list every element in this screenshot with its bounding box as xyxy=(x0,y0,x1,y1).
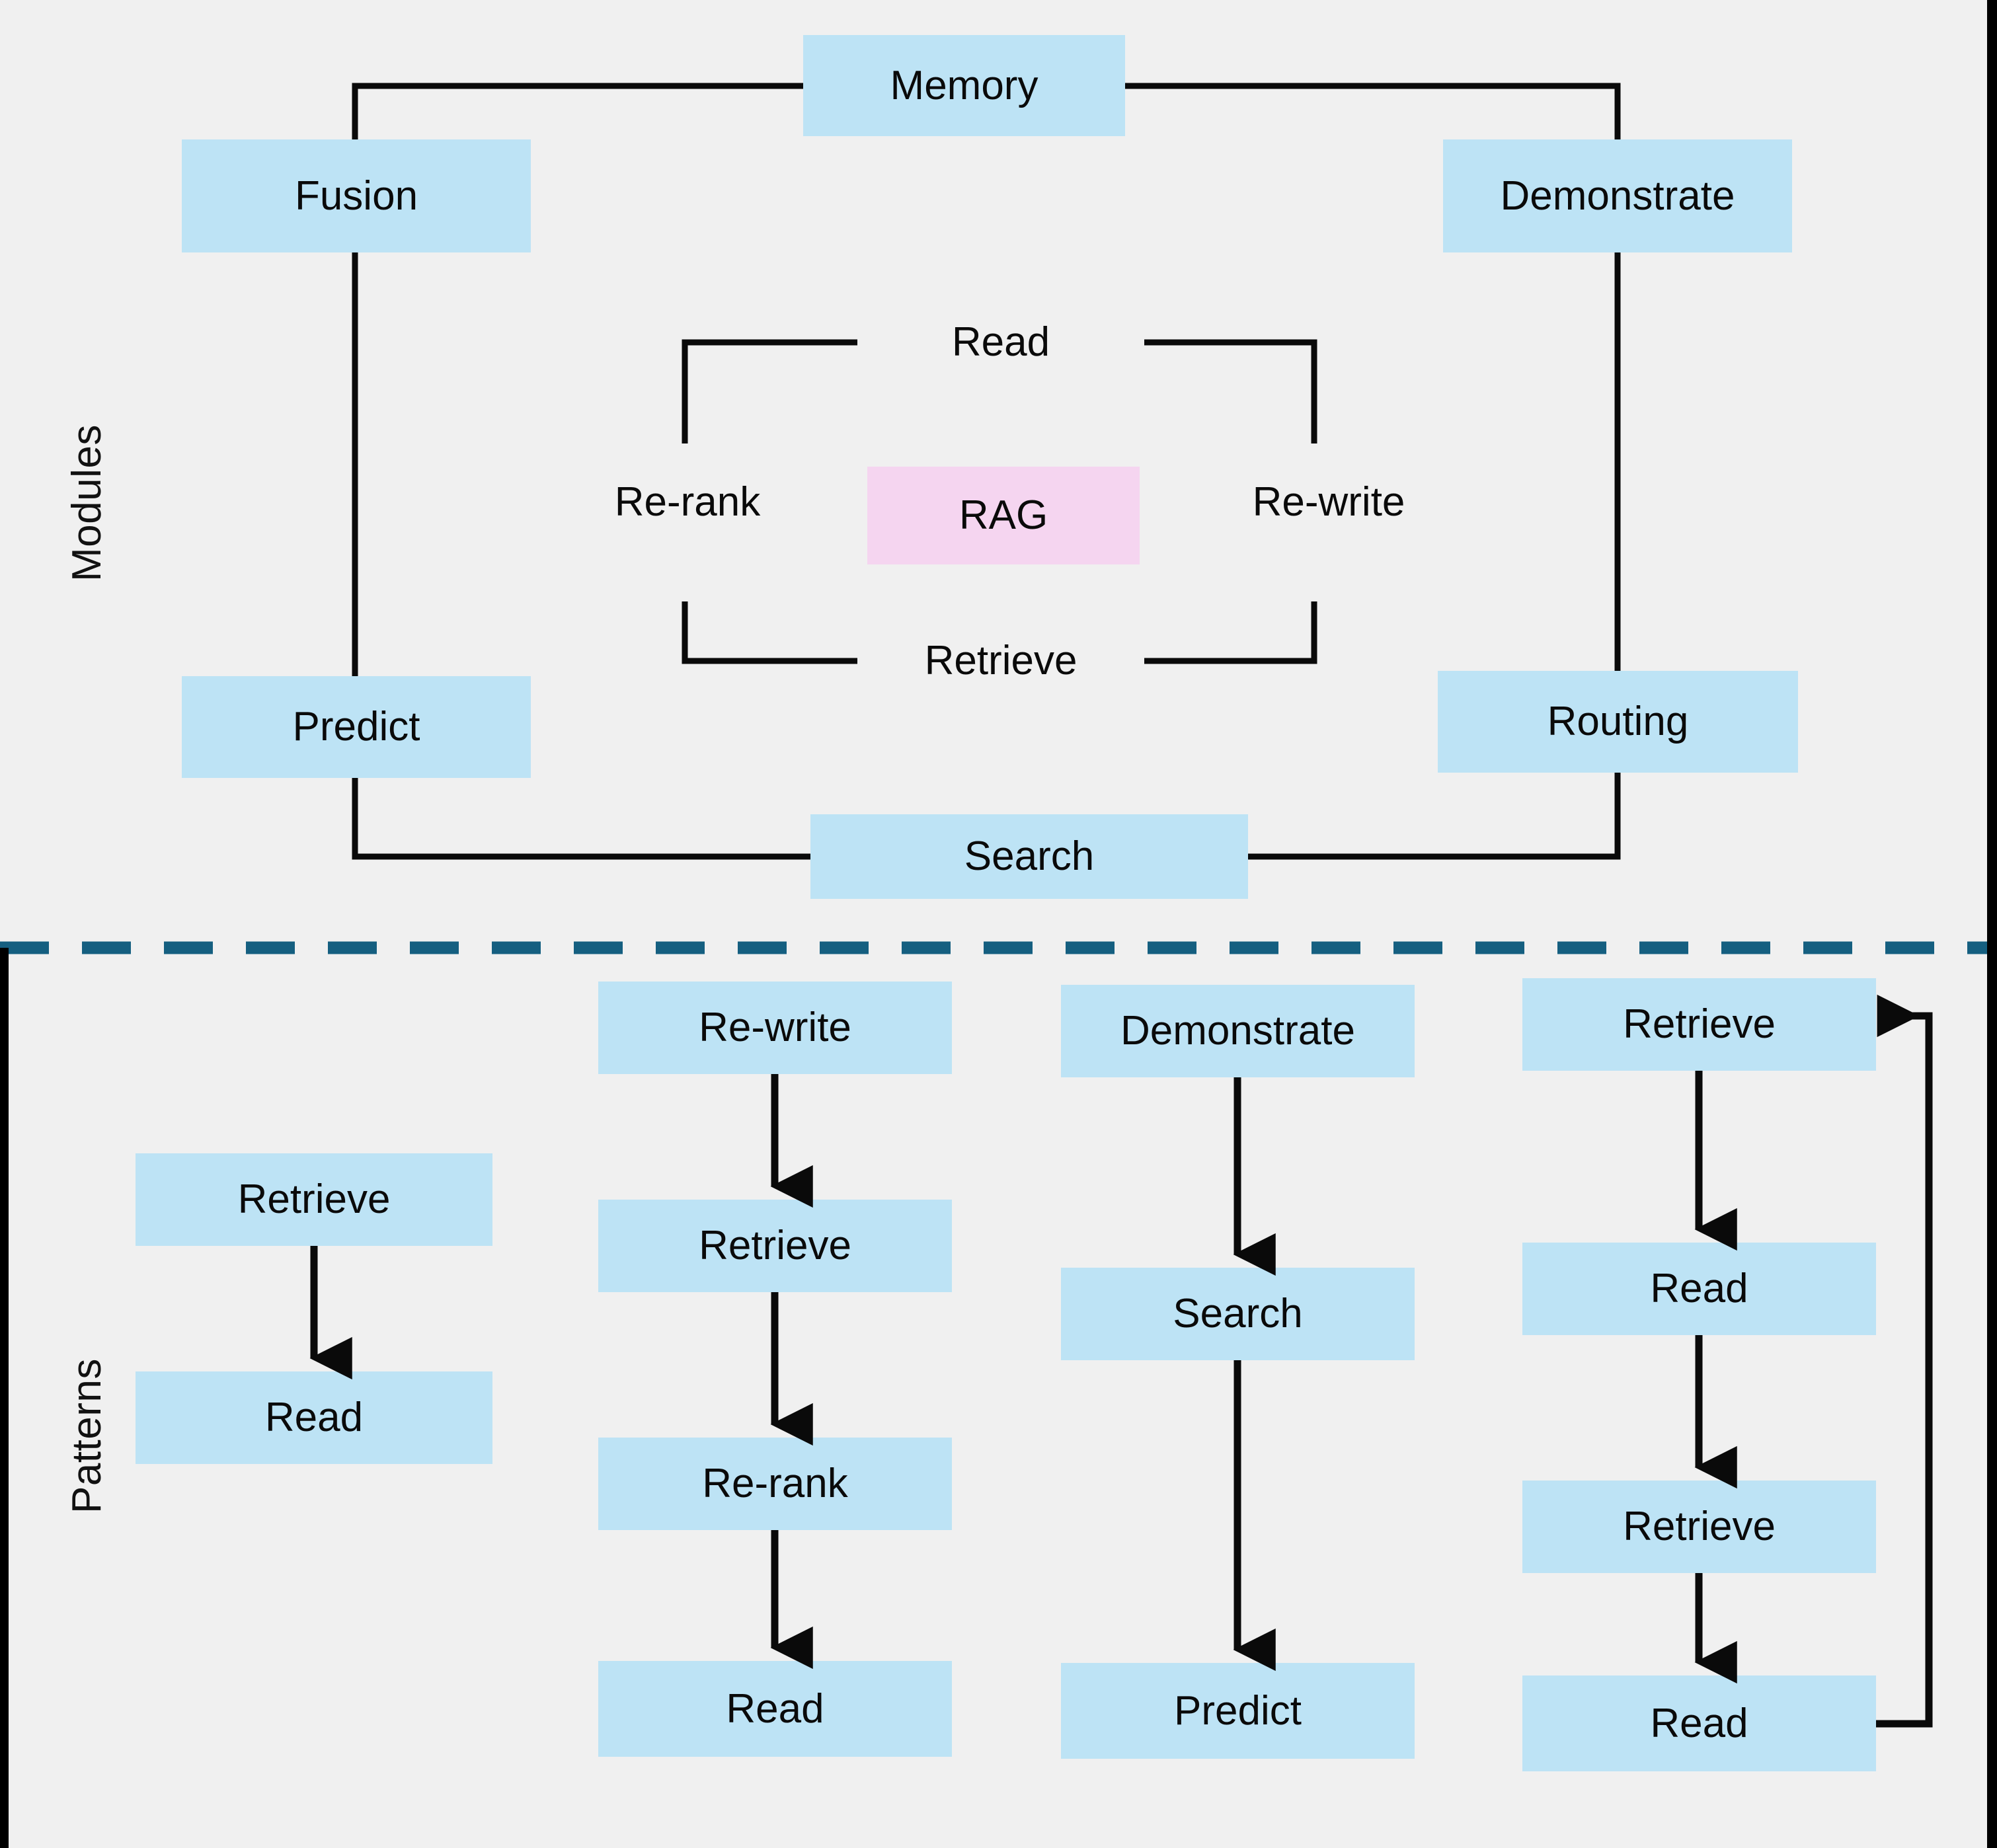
pattern-rect-c2-s4 xyxy=(598,1661,952,1757)
core-ring-label-re-rank: Re-rank xyxy=(614,479,761,525)
core-ring-label-read: Read xyxy=(951,319,1050,365)
node-label-rag[interactable]: RAG xyxy=(959,492,1048,538)
node-label-fusion[interactable]: Fusion xyxy=(294,173,418,219)
pattern-feedback-loop-c4 xyxy=(1876,994,1933,1728)
pattern-rect-c3-s1 xyxy=(1061,985,1415,1077)
node-rect-rag xyxy=(867,467,1140,564)
pattern-rect-c1-s2 xyxy=(136,1371,492,1464)
pattern-rect-c1-s1 xyxy=(136,1153,492,1246)
pattern-label-c4-s1[interactable]: Retrieve xyxy=(1623,1001,1776,1047)
node-label-demonstrate[interactable]: Demonstrate xyxy=(1500,173,1735,219)
pattern-label-c2-s1[interactable]: Re-write xyxy=(699,1005,851,1050)
node-rect-fusion xyxy=(182,139,531,252)
modules-node-rects xyxy=(182,35,1798,899)
pattern-label-c2-s3[interactable]: Re-rank xyxy=(702,1461,848,1506)
node-label-memory[interactable]: Memory xyxy=(890,62,1038,108)
core-ring-label-retrieve: Retrieve xyxy=(924,638,1077,683)
patterns-node-rects xyxy=(136,978,1876,1771)
core-ring-label-re-write: Re-write xyxy=(1252,479,1405,525)
pattern-rect-c4-s4 xyxy=(1522,1675,1876,1771)
pattern-rect-c2-s3 xyxy=(598,1438,952,1530)
pattern-label-c4-s4[interactable]: Read xyxy=(1650,1700,1748,1746)
modules-ring-connectors xyxy=(352,83,1621,860)
pattern-label-c2-s2[interactable]: Retrieve xyxy=(699,1223,851,1268)
section-label-modules: Modules xyxy=(64,424,110,582)
pattern-label-c1-s2[interactable]: Read xyxy=(264,1395,364,1440)
pattern-rect-c4-s2 xyxy=(1522,1243,1876,1335)
pattern-rect-c3-s2 xyxy=(1061,1268,1415,1360)
patterns-arrows xyxy=(309,1071,1737,1684)
node-rect-search xyxy=(810,814,1248,899)
left-edge-strip xyxy=(0,948,9,1848)
pattern-label-c3-s3[interactable]: Predict xyxy=(1174,1687,1302,1734)
pattern-label-c1-s1[interactable]: Retrieve xyxy=(237,1176,391,1222)
node-label-routing[interactable]: Routing xyxy=(1547,699,1689,744)
pattern-rect-c2-s1 xyxy=(598,982,952,1074)
node-rect-predict xyxy=(182,676,531,778)
node-label-search[interactable]: Search xyxy=(964,833,1095,879)
node-rect-routing xyxy=(1438,671,1798,773)
node-label-predict[interactable]: Predict xyxy=(292,704,420,750)
pattern-rect-c4-s1 xyxy=(1522,978,1876,1071)
pattern-label-c4-s2[interactable]: Read xyxy=(1650,1266,1748,1311)
pattern-label-c4-s3[interactable]: Retrieve xyxy=(1623,1504,1776,1549)
pattern-rect-c2-s2 xyxy=(598,1200,952,1292)
pattern-label-c2-s4[interactable]: Read xyxy=(726,1685,824,1732)
section-label-patterns: Patterns xyxy=(64,1358,110,1514)
pattern-label-c3-s2[interactable]: Search xyxy=(1173,1291,1303,1336)
right-edge-strip xyxy=(1987,0,1997,1848)
pattern-label-c3-s1[interactable]: Demonstrate xyxy=(1120,1008,1355,1054)
pattern-rect-c3-s3 xyxy=(1061,1663,1415,1759)
pattern-rect-c4-s3 xyxy=(1522,1481,1876,1573)
node-rect-memory xyxy=(803,35,1125,136)
rag-bracket-frame xyxy=(682,339,1317,664)
node-rect-demonstrate xyxy=(1443,139,1792,252)
